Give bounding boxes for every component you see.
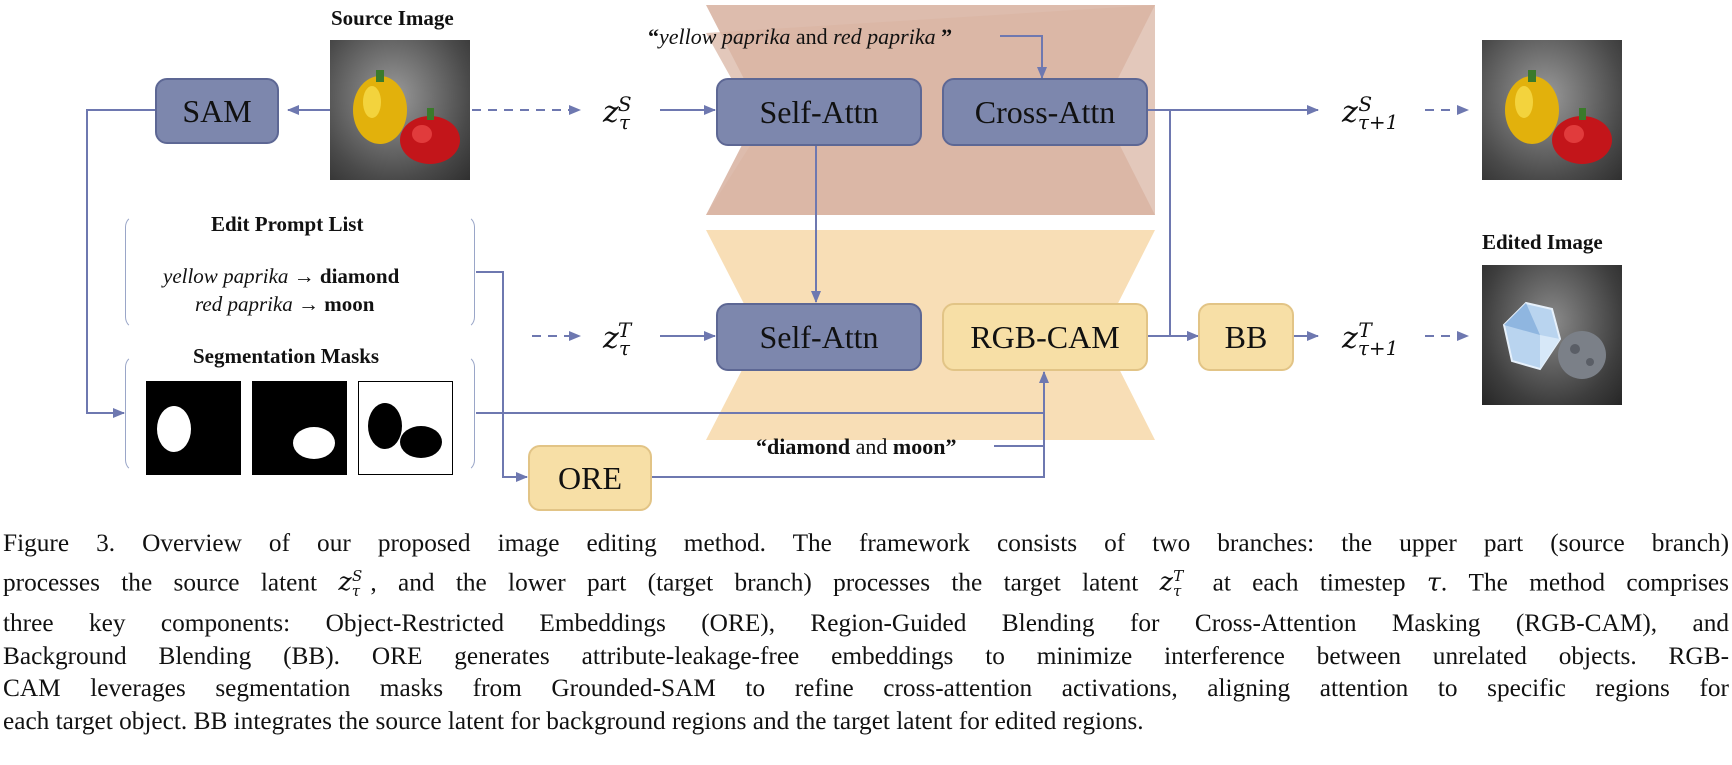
- latent-z-source: zτS: [603, 92, 632, 134]
- mask-background: [358, 381, 453, 475]
- segmentation-masks-bracket: [125, 355, 475, 472]
- ore-box: ORE: [528, 445, 652, 511]
- segmentation-masks-title: Segmentation Masks: [193, 344, 380, 368]
- target-prompt: “diamond and moon”: [756, 434, 957, 459]
- caption-line-1: Figure 3. Overview of our proposed image…: [3, 529, 1729, 557]
- caption-latent-target: zτT: [1159, 566, 1184, 600]
- source-image-title: Source Image: [331, 6, 454, 30]
- edit-prompt-list-bracket: [125, 215, 475, 329]
- figure-diagram-lines: [86, 5, 1469, 482]
- caption-line-4: Background Blending (BB). ORE generates …: [3, 641, 1729, 670]
- caption-line-3: three key components: Object-Restricted …: [3, 609, 1729, 638]
- rgb-cam-box: RGB-CAM: [942, 303, 1148, 371]
- diamond-moon-illustration: [1502, 301, 1606, 379]
- method-overview-figure: Source Image SAM zτS “yellow paprika and…: [86, 5, 1622, 511]
- edited-image-title: Edited Image: [1482, 230, 1603, 254]
- source-prompt: “yellow paprika and red paprika ”: [648, 24, 953, 49]
- self-attn-source-box: Self-Attn: [716, 78, 922, 146]
- mask-yellow-paprika: [146, 381, 241, 475]
- caption-line-2: processes the source latent zτS, and the…: [3, 566, 1729, 600]
- edit-prompt-list-title: Edit Prompt List: [211, 212, 364, 236]
- reconstructed-source-image: [1482, 40, 1622, 180]
- latent-z-source-next: zτ+1S: [1342, 92, 1399, 134]
- latent-z-target: zτT: [603, 318, 632, 360]
- paprika-illustration-output: [1505, 70, 1612, 164]
- edited-image: [1482, 265, 1622, 405]
- sam-box: SAM: [155, 78, 279, 144]
- caption-line-6: each target object. BB integrates the so…: [3, 706, 1144, 735]
- mask-red-paprika: [252, 381, 347, 475]
- edit-prompt-row-1: yellow paprika → diamond: [163, 264, 400, 288]
- caption-latent-source: zτS: [338, 566, 363, 600]
- latent-z-target-next: zτ+1T: [1342, 318, 1399, 360]
- figure-caption: Figure 3. Overview of our proposed image…: [3, 527, 1729, 737]
- edit-prompt-row-2: red paprika → moon: [195, 292, 375, 316]
- lower-unet-shape: [706, 230, 1155, 440]
- caption-line-5: CAM leverages segmentation masks from Gr…: [3, 674, 1729, 703]
- bb-box: BB: [1198, 303, 1294, 371]
- source-image: [330, 40, 470, 180]
- paprika-illustration: [353, 70, 460, 164]
- cross-attn-box: Cross-Attn: [942, 78, 1148, 146]
- self-attn-target-box: Self-Attn: [716, 303, 922, 371]
